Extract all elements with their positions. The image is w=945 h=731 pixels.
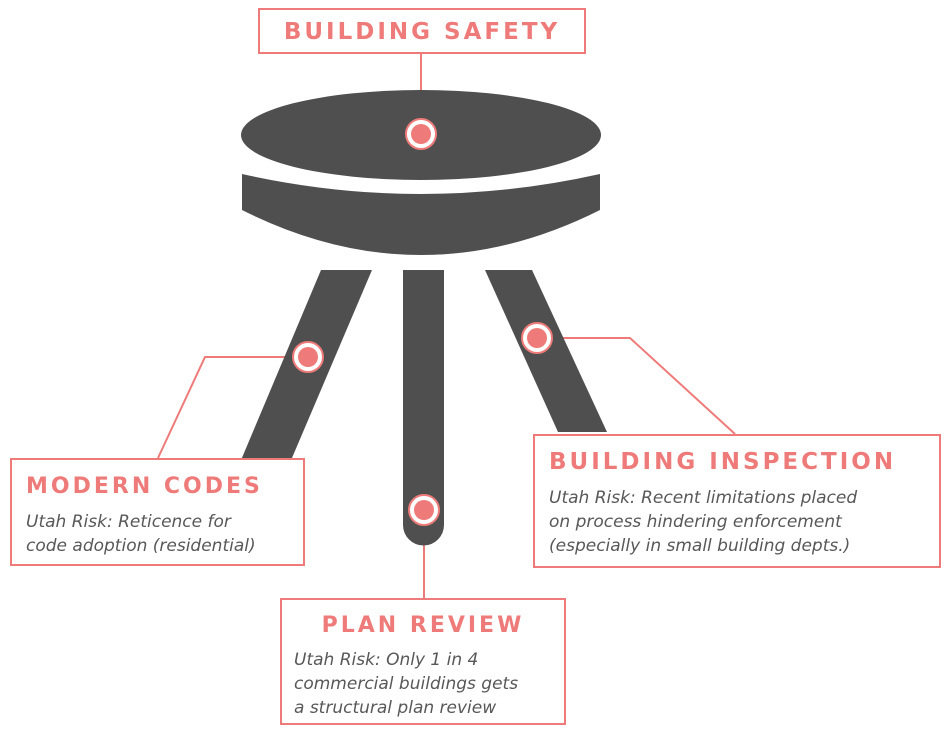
stool-seat-band bbox=[242, 174, 600, 255]
building-inspection-desc-line: Utah Risk: Recent limitations placed bbox=[549, 488, 858, 508]
building-inspection-description: Utah Risk: Recent limitations placed on … bbox=[549, 486, 939, 558]
building-safety-title: BUILDING SAFETY bbox=[283, 19, 561, 45]
modern-codes-desc-line: code adoption (residential) bbox=[26, 536, 256, 556]
plan-review-title: PLAN REVIEW bbox=[321, 613, 525, 638]
marker-modern-codes-icon bbox=[292, 341, 324, 373]
modern-codes-box: MODERN CODES Utah Risk: Reticence for co… bbox=[10, 458, 305, 566]
marker-building-safety-icon bbox=[405, 118, 437, 150]
connector-modern-codes bbox=[157, 356, 308, 459]
plan-review-desc-line: a structural plan review bbox=[294, 698, 497, 718]
marker-plan-review-icon bbox=[408, 494, 440, 526]
building-inspection-desc-line: on process hindering enforcement bbox=[549, 512, 842, 532]
plan-review-description: Utah Risk: Only 1 in 4 commercial buildi… bbox=[294, 648, 564, 720]
modern-codes-title: MODERN CODES bbox=[26, 474, 263, 499]
plan-review-box: PLAN REVIEW Utah Risk: Only 1 in 4 comme… bbox=[280, 598, 566, 725]
modern-codes-description: Utah Risk: Reticence for code adoption (… bbox=[26, 510, 303, 558]
building-inspection-box: BUILDING INSPECTION Utah Risk: Recent li… bbox=[533, 434, 941, 568]
building-inspection-desc-line: (especially in small building depts.) bbox=[549, 536, 851, 556]
modern-codes-desc-line: Utah Risk: Reticence for bbox=[26, 512, 231, 532]
marker-building-inspection-icon bbox=[521, 322, 553, 354]
connector-building-inspection bbox=[537, 337, 736, 435]
plan-review-desc-line: commercial buildings gets bbox=[294, 674, 519, 694]
stool-leg-center bbox=[403, 270, 444, 546]
building-inspection-title: BUILDING INSPECTION bbox=[549, 449, 897, 475]
plan-review-desc-line: Utah Risk: Only 1 in 4 bbox=[294, 650, 479, 670]
building-safety-box: BUILDING SAFETY bbox=[258, 8, 586, 54]
